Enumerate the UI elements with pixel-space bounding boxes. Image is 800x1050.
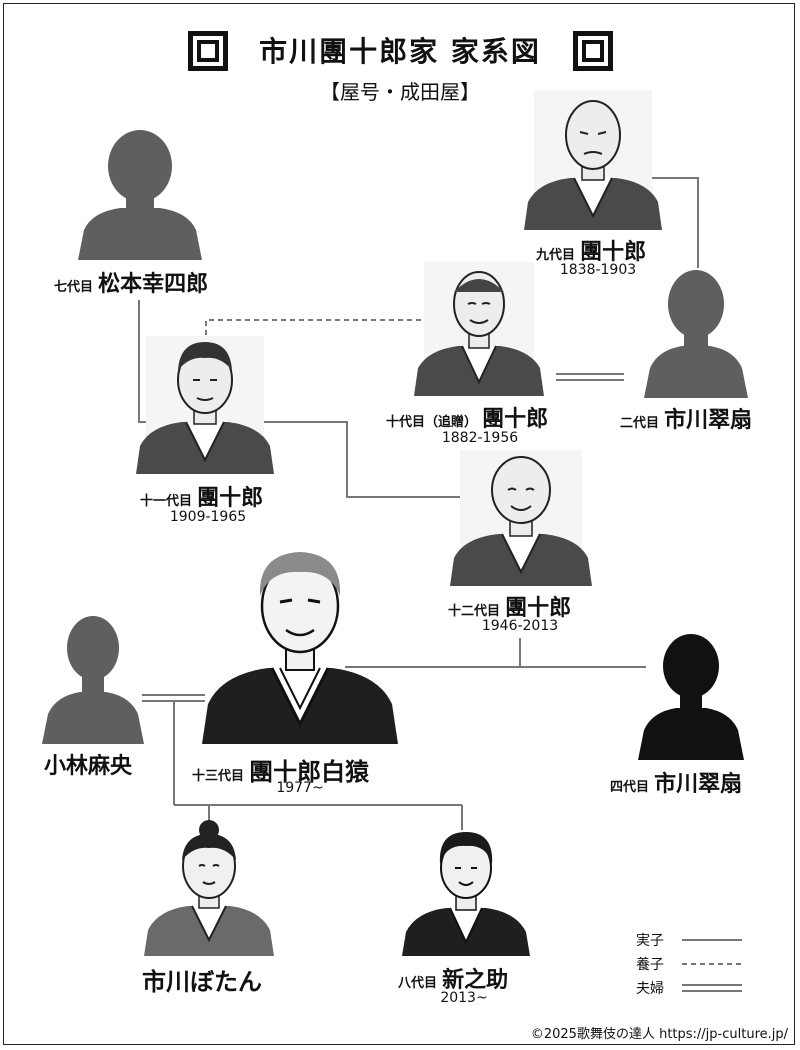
mimasu-crest-icon [188, 31, 228, 71]
portrait-12th-danjuro [450, 450, 592, 586]
person-10th-danjuro: 十代目（追贈） 團十郎 [386, 401, 548, 433]
copyright-text: ©2025歌舞伎の達人 https://jp-culture.jp/ [530, 1027, 788, 1042]
person-name: 團十郎 [580, 240, 647, 265]
person-8th-shinnosuke: 八代目 新之助 [398, 962, 508, 994]
page-subtitle: 【屋号・成田屋】 [320, 80, 480, 104]
person-name: 團十郎白猿 [249, 758, 370, 786]
portrait-10th-danjuro [414, 262, 544, 396]
person-ichikawa-botan: 市川ぼたん [142, 962, 262, 997]
portrait-kobayashi-mao-silhouette [42, 616, 144, 744]
person-2nd-suisen: 二代目 市川翠扇 [620, 402, 752, 434]
person-name: 市川翠扇 [664, 408, 753, 433]
generation-label: 二代目 [620, 416, 660, 431]
person-name: 市川翠扇 [654, 772, 743, 797]
generation-label: 十三代目 [192, 769, 245, 784]
person-11th-danjuro: 十一代目 團十郎 [140, 480, 263, 512]
dashed-line-icon [682, 963, 742, 965]
person-name: 小林麻央 [44, 754, 133, 779]
portrait-ichikawa-botan [144, 820, 274, 956]
legend: 実子 養子 夫婦 [636, 928, 756, 1000]
portrait-8th-shinnosuke [402, 832, 530, 956]
person-name: 團十郎 [505, 596, 572, 621]
legend-label: 養子 [636, 957, 664, 973]
solid-line-icon [682, 939, 742, 941]
generation-label: 八代目 [398, 976, 438, 991]
portrait-11th-danjuro [136, 336, 274, 474]
generation-label: 九代目 [536, 248, 576, 263]
generation-label: 十代目（追贈） [386, 415, 478, 430]
legend-couple: 夫婦 [636, 976, 756, 1000]
page-title: 市川團十郎家 家系図 [259, 35, 541, 68]
person-years: 1977~ [276, 780, 324, 796]
person-years: 1838-1903 [559, 262, 637, 278]
title-block: 市川團十郎家 家系図 [0, 30, 800, 70]
person-name: 團十郎 [197, 486, 264, 511]
generation-label: 十二代目 [448, 604, 501, 619]
person-7th-koshiro: 七代目 松本幸四郎 [54, 266, 208, 298]
legend-adopted-child: 養子 [636, 952, 756, 976]
person-kobayashi-mao: 小林麻央 [44, 748, 132, 780]
generation-label: 四代目 [610, 780, 650, 795]
portrait-7th-koshiro-silhouette [78, 130, 202, 260]
person-12th-danjuro: 十二代目 團十郎 [448, 590, 571, 622]
person-4th-suisen: 四代目 市川翠扇 [610, 766, 742, 798]
person-years: 1946-2013 [481, 618, 559, 634]
person-9th-danjuro: 九代目 團十郎 [536, 234, 646, 266]
person-name: 市川ぼたん [142, 968, 262, 996]
person-name: 新之助 [442, 968, 509, 993]
legend-real-child: 実子 [636, 928, 756, 952]
generation-label: 十一代目 [140, 494, 193, 509]
person-name: 團十郎 [482, 407, 549, 432]
legend-label: 実子 [636, 933, 664, 949]
portrait-9th-danjuro [524, 90, 662, 230]
mimasu-crest-icon [573, 31, 613, 71]
portrait-13th-danjuro-hakuen [202, 552, 398, 744]
portrait-4th-suisen-silhouette [638, 634, 744, 760]
person-years: 1909-1965 [169, 509, 247, 525]
person-13th-danjuro-hakuen: 十三代目 團十郎白猿 [192, 752, 369, 787]
double-line-icon [682, 984, 742, 992]
portrait-2nd-suisen-silhouette [644, 270, 748, 398]
legend-label: 夫婦 [636, 981, 664, 997]
person-years: 2013~ [440, 990, 488, 1006]
diagram-frame [3, 3, 795, 1045]
person-name: 松本幸四郎 [98, 272, 209, 297]
person-years: 1882-1956 [441, 430, 519, 446]
generation-label: 七代目 [54, 280, 94, 295]
